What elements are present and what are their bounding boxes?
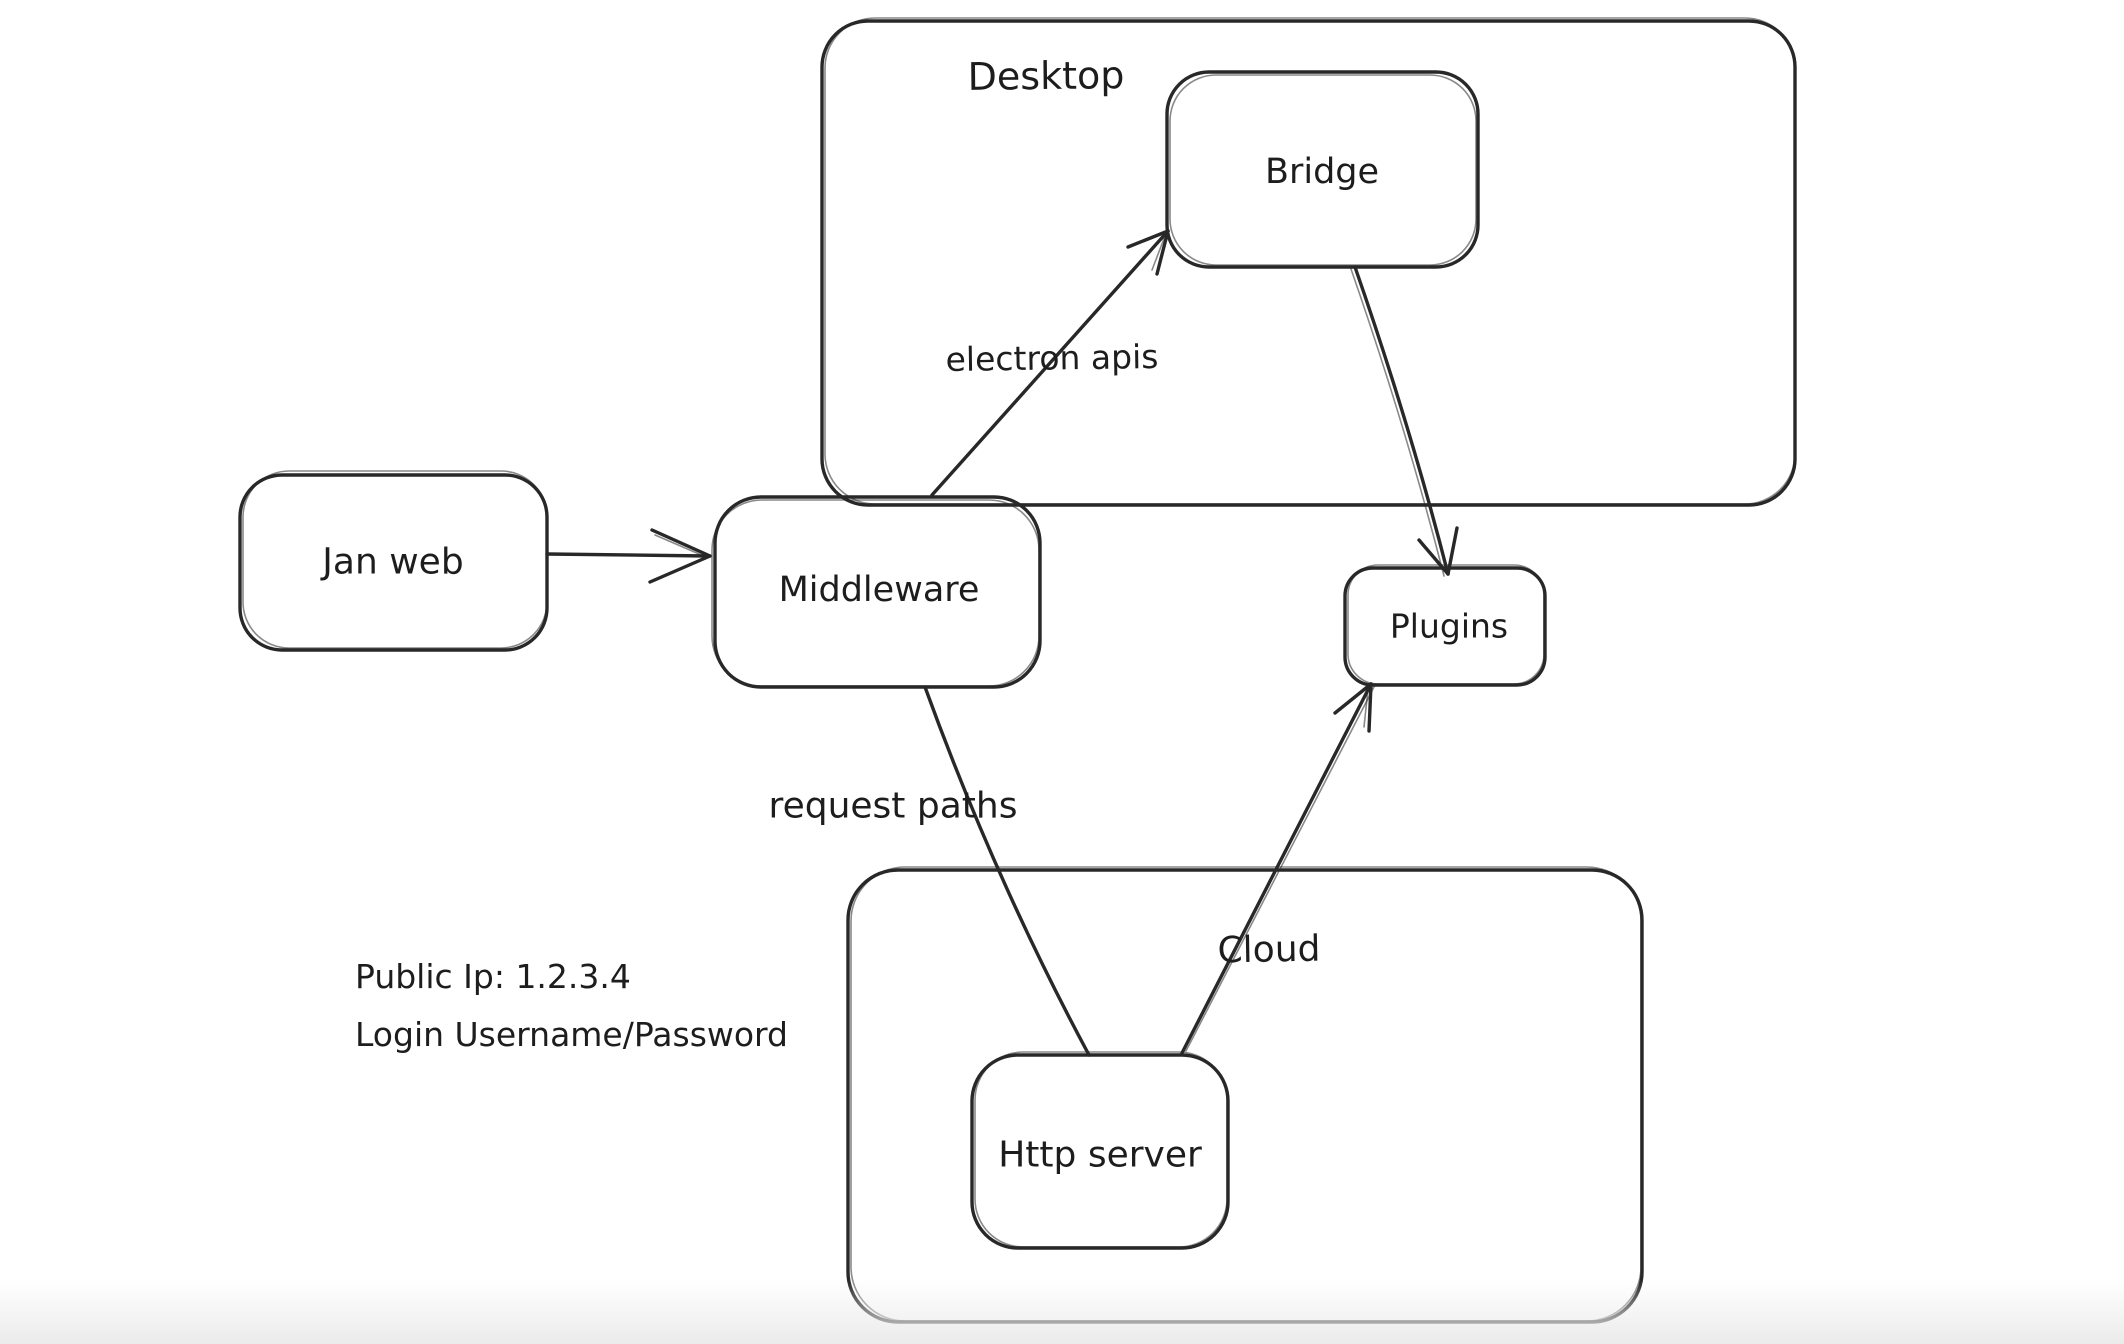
line-middleware-to-http-server[interactable] [923, 685, 1091, 1057]
node-bridge-shape[interactable] [1165, 70, 1480, 269]
arrow-bridge-to-plugins[interactable] [1350, 265, 1459, 577]
edge-label-electron-apis[interactable]: electron apis [945, 337, 1159, 379]
node-http-server-shape[interactable] [970, 1051, 1230, 1250]
arrow-middleware-to-bridge[interactable] [930, 229, 1170, 497]
node-middleware-shape[interactable] [711, 495, 1042, 689]
node-label-bridge: Bridge [1264, 152, 1380, 192]
annotation-public-ip: Public Ip: 1.2.3.4 [355, 957, 631, 996]
edge-label-request-paths[interactable]: request paths [768, 785, 1018, 827]
desktop-container-shape[interactable] [820, 17, 1797, 507]
node-label-http-server: Http server [998, 1134, 1202, 1176]
arrow-http-server-to-plugins[interactable] [1180, 682, 1375, 1055]
node-label-plugins: Plugins [1389, 606, 1509, 646]
annotation-login: Login Username/Password [355, 1015, 788, 1054]
annotation-credentials[interactable]: Public Ip: 1.2.3.4 Login Username/Passwo… [355, 948, 788, 1064]
cloud-container-label: Cloud [1217, 928, 1321, 972]
node-jan-web-shape[interactable] [238, 470, 549, 652]
node-label-jan-web: Jan web [322, 541, 464, 583]
arrow-jan-web-to-middleware[interactable] [545, 528, 712, 584]
node-label-middleware: Middleware [778, 570, 980, 610]
desktop-container-label: Desktop [967, 53, 1125, 99]
